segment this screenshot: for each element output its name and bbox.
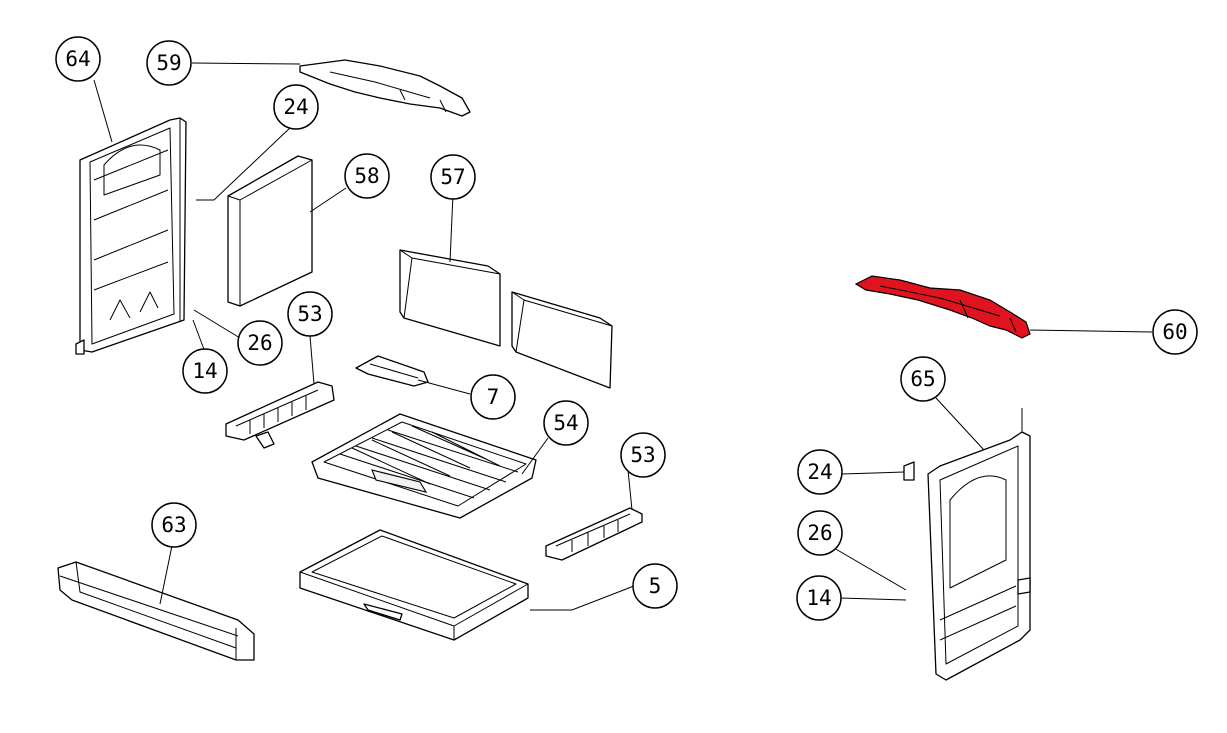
callout-14-left: 14 xyxy=(182,348,228,394)
callout-14-right: 14 xyxy=(796,575,842,621)
callout-64: 64 xyxy=(55,36,101,82)
callout-7: 7 xyxy=(470,374,516,420)
part-54-grate xyxy=(311,413,537,519)
callout-24-left: 24 xyxy=(273,84,319,130)
part-60-baffle-highlighted xyxy=(854,275,1031,339)
part-5-ash-pan xyxy=(299,529,529,641)
callout-58: 58 xyxy=(344,153,390,199)
callout-65-label: 65 xyxy=(910,367,935,391)
callout-53-right-label: 53 xyxy=(630,443,655,467)
callout-54: 54 xyxy=(543,400,589,446)
callout-53-left: 53 xyxy=(287,291,333,337)
callout-64-label: 64 xyxy=(65,47,90,71)
part-65-side-panel xyxy=(903,408,1031,681)
part-63-front-bar xyxy=(57,561,255,661)
part-58-side-brick xyxy=(227,155,313,307)
callout-57: 57 xyxy=(430,154,476,200)
callout-5: 5 xyxy=(632,563,678,609)
part-59-baffle xyxy=(299,59,471,117)
part-53-grate-rail-left xyxy=(225,381,335,449)
callout-57-label: 57 xyxy=(440,165,465,189)
callout-14-left-label: 14 xyxy=(192,359,217,383)
callout-63: 63 xyxy=(151,502,197,548)
callout-24-left-label: 24 xyxy=(283,95,308,119)
callout-58-label: 58 xyxy=(354,164,379,188)
part-57-back-bricks xyxy=(399,249,613,389)
callout-63-label: 63 xyxy=(161,513,186,537)
part-7-plate xyxy=(355,355,429,387)
callout-5-label: 5 xyxy=(649,574,662,598)
callout-59: 59 xyxy=(146,40,192,86)
part-53-grate-rail-right xyxy=(545,507,643,561)
callout-60: 60 xyxy=(1152,309,1198,355)
callout-59-label: 59 xyxy=(156,51,181,75)
callout-60-label: 60 xyxy=(1162,320,1187,344)
callout-24-right: 24 xyxy=(797,449,843,495)
callout-53-right: 53 xyxy=(620,432,666,478)
callout-7-label: 7 xyxy=(487,385,500,409)
callout-26-left-label: 26 xyxy=(247,331,272,355)
part-64-side-panel xyxy=(75,117,187,355)
callout-26-right-label: 26 xyxy=(807,521,832,545)
callout-14-right-label: 14 xyxy=(806,586,831,610)
callout-54-label: 54 xyxy=(553,411,578,435)
callout-26-left: 26 xyxy=(237,320,283,366)
callout-24-right-label: 24 xyxy=(807,460,832,484)
callout-65: 65 xyxy=(900,356,946,402)
callout-53-left-label: 53 xyxy=(297,302,322,326)
callout-26-right: 26 xyxy=(797,510,843,556)
